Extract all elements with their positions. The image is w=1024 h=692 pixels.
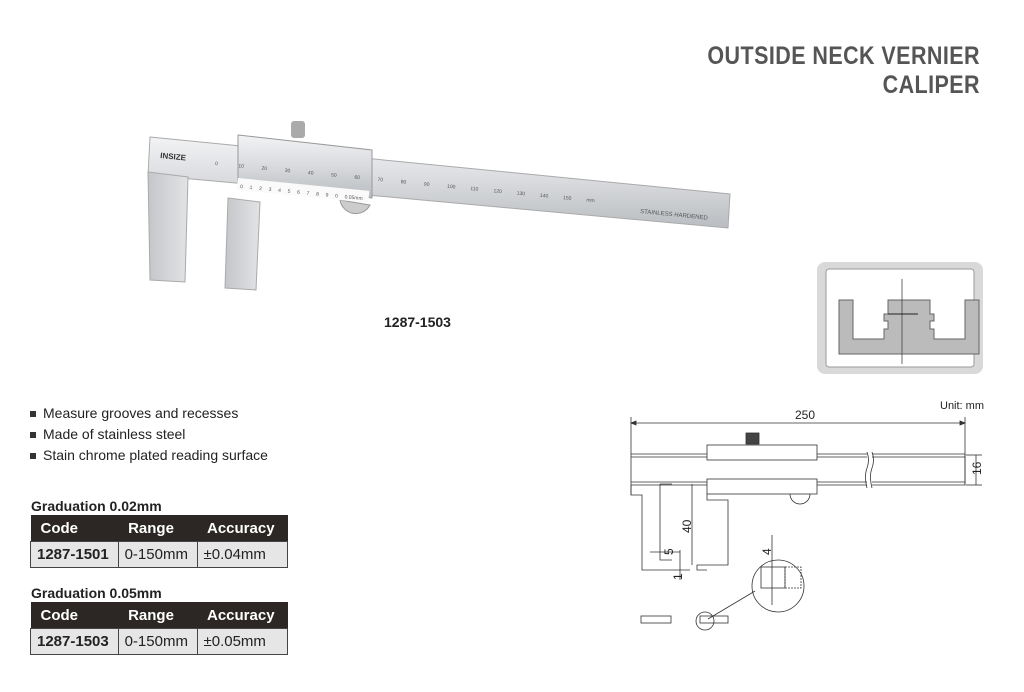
vernier-label: 2 bbox=[259, 186, 263, 192]
feature-text: Measure grooves and recesses bbox=[43, 405, 239, 421]
cell-range: 0-150mm bbox=[117, 541, 198, 568]
scale-label: 60 bbox=[354, 175, 360, 182]
vernier-label: 0 bbox=[240, 184, 244, 190]
col-header-accuracy: Accuracy bbox=[197, 515, 288, 542]
vernier-label: 4 bbox=[278, 188, 282, 194]
scale-label: 40 bbox=[308, 170, 314, 177]
vernier-label: 5 bbox=[287, 189, 291, 195]
col-header-code: Code bbox=[30, 602, 119, 629]
vernier-label: 9 bbox=[325, 192, 329, 198]
scale-label: 70 bbox=[377, 177, 383, 184]
feature-item: Stain chrome plated reading surface bbox=[30, 445, 268, 466]
graduation-label: Graduation 0.02mm bbox=[31, 498, 162, 514]
vernier-label: 6 bbox=[297, 190, 301, 196]
dim-height: 16 bbox=[970, 461, 984, 475]
col-header-code: Code bbox=[30, 515, 119, 542]
thumb-knob bbox=[291, 121, 305, 138]
dim-detail: 4 bbox=[760, 548, 774, 555]
feature-text: Made of stainless steel bbox=[43, 426, 186, 442]
scale-label: 80 bbox=[400, 179, 406, 186]
scale-label: 150 bbox=[563, 195, 572, 202]
cell-accuracy: ±0.05mm bbox=[196, 628, 288, 655]
model-label: 1287-1503 bbox=[384, 314, 451, 330]
thumb-wheel bbox=[339, 199, 371, 215]
bullet-icon bbox=[30, 452, 36, 459]
scale-label: mm bbox=[586, 197, 595, 204]
scale-label: 100 bbox=[447, 184, 456, 191]
feature-item: Measure grooves and recesses bbox=[30, 403, 268, 424]
scale-label: 90 bbox=[424, 181, 430, 188]
dim-length: 250 bbox=[795, 408, 815, 422]
bullet-icon bbox=[30, 431, 36, 438]
moving-jaw bbox=[224, 197, 261, 291]
scale-label: 120 bbox=[493, 188, 502, 195]
col-header-range: Range bbox=[118, 515, 197, 542]
page-title: OUTSIDE NECK VERNIER CALIPER bbox=[707, 42, 980, 99]
cell-code: 1287-1503 bbox=[30, 628, 119, 655]
vernier-label: 0.05mm bbox=[344, 194, 363, 202]
vernier-plate bbox=[236, 178, 370, 203]
vernier-label: 0 bbox=[335, 193, 339, 199]
scale-label: 140 bbox=[540, 193, 549, 200]
scale-label: 110 bbox=[470, 186, 479, 193]
knob bbox=[745, 432, 760, 445]
brand-logo: INSIZE bbox=[160, 151, 187, 163]
vernier-label: 8 bbox=[316, 191, 320, 197]
fixed-jaw bbox=[147, 171, 189, 283]
scale-label: 30 bbox=[284, 168, 290, 175]
scale-label: 130 bbox=[516, 191, 525, 198]
col-header-range: Range bbox=[118, 602, 197, 629]
cell-code: 1287-1501 bbox=[30, 541, 119, 568]
bullet-icon bbox=[30, 410, 36, 417]
cell-range: 0-150mm bbox=[117, 628, 198, 655]
col-header-accuracy: Accuracy bbox=[197, 602, 288, 629]
cell-accuracy: ±0.04mm bbox=[196, 541, 288, 568]
dim-jaw-depth: 40 bbox=[680, 519, 694, 533]
dim-tip-width: 5 bbox=[662, 548, 676, 555]
vernier-label: 3 bbox=[268, 187, 272, 193]
dim-tip-thickness: 1 bbox=[671, 573, 685, 580]
unit-label: Unit: mm bbox=[940, 400, 984, 412]
feature-item: Made of stainless steel bbox=[30, 424, 268, 445]
feature-text: Stain chrome plated reading surface bbox=[43, 447, 268, 463]
vernier-label: 7 bbox=[306, 191, 310, 197]
scale-label: 10 bbox=[238, 163, 244, 170]
scale-label: 20 bbox=[261, 166, 267, 173]
graduation-label: Graduation 0.05mm bbox=[31, 585, 162, 601]
scale-label: 50 bbox=[331, 172, 337, 179]
technical-drawing: 250 40 5 1 16 4 bbox=[629, 408, 984, 631]
scale-label: 0 bbox=[215, 161, 219, 167]
groove-diagram bbox=[817, 262, 983, 374]
vernier-label: 1 bbox=[249, 185, 253, 191]
feature-list: Measure grooves and recesses Made of sta… bbox=[30, 403, 268, 466]
